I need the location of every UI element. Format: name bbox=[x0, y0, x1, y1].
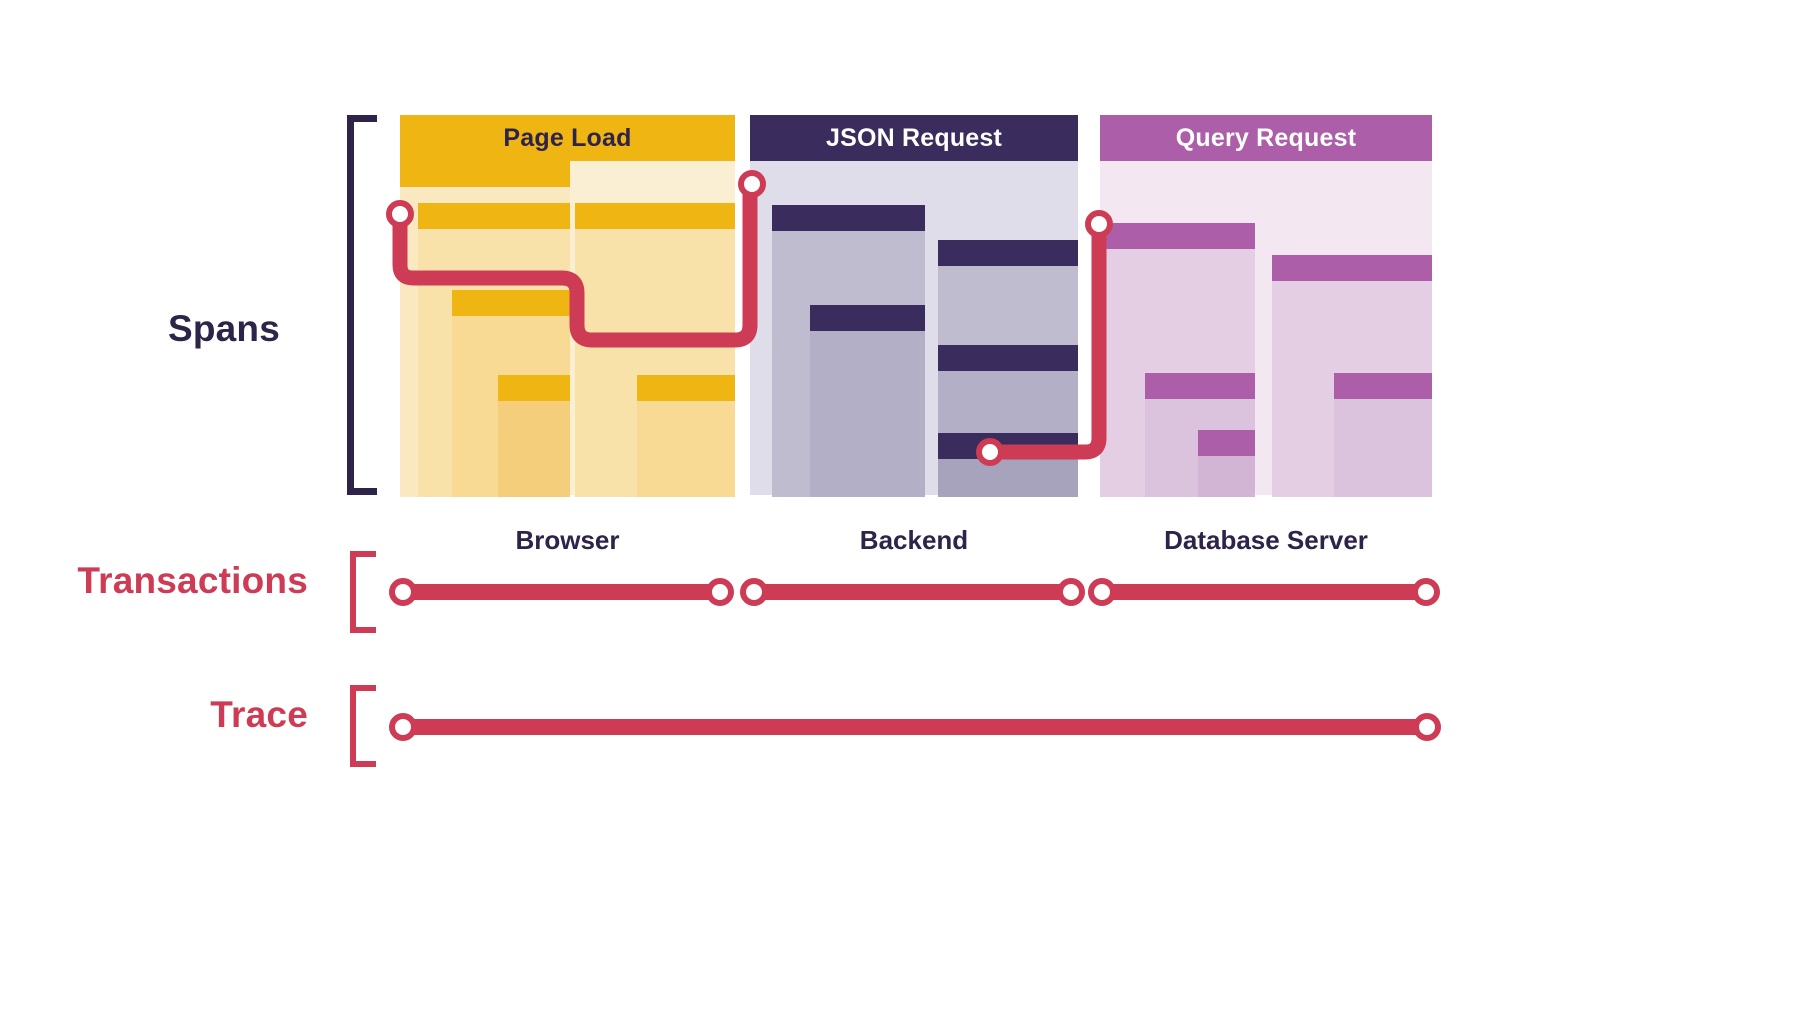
span-bar[interactable] bbox=[498, 375, 570, 497]
service-panel-database: Query Request bbox=[1100, 115, 1432, 497]
span-bar-cap bbox=[938, 345, 1078, 371]
span-bar-cap bbox=[498, 375, 570, 401]
service-footer-label-backend: Backend bbox=[859, 525, 969, 555]
span-bar-cap bbox=[452, 290, 570, 316]
span-bar-fill bbox=[1334, 399, 1432, 497]
span-bar-cap bbox=[1145, 373, 1255, 399]
span-bar-cap bbox=[1272, 255, 1432, 281]
transaction-backend-end-node[interactable] bbox=[1057, 578, 1085, 606]
span-bar-fill bbox=[637, 401, 735, 497]
span-bar-cap bbox=[400, 161, 570, 187]
span-bar[interactable] bbox=[938, 433, 1078, 497]
span-bar-fill bbox=[810, 331, 925, 497]
transaction-database-end-node[interactable] bbox=[1412, 578, 1440, 606]
span-bar-fill bbox=[498, 401, 570, 497]
transaction-database[interactable] bbox=[1098, 584, 1430, 600]
span-bar-fill bbox=[1198, 456, 1255, 497]
transaction-browser-end-node[interactable] bbox=[706, 578, 734, 606]
database-start-node[interactable] bbox=[1085, 210, 1113, 238]
trace-bar[interactable] bbox=[399, 719, 1431, 735]
browser-to-backend-node[interactable] bbox=[738, 170, 766, 198]
service-footer-label-browser: Browser bbox=[515, 525, 620, 555]
trace-bracket bbox=[350, 685, 376, 767]
span-bar-cap bbox=[810, 305, 925, 331]
spans-bracket bbox=[347, 115, 377, 495]
browser-start-node[interactable] bbox=[386, 200, 414, 228]
span-bar[interactable] bbox=[1198, 430, 1255, 497]
service-title-bar-database: Query Request bbox=[1100, 115, 1432, 161]
trace-end-node[interactable] bbox=[1413, 713, 1441, 741]
span-bar-cap bbox=[772, 205, 925, 231]
span-bar-cap bbox=[938, 433, 1078, 459]
service-title-database: Query Request bbox=[1175, 123, 1357, 152]
spans-row-label: Spans bbox=[167, 308, 280, 349]
transactions-bracket bbox=[350, 551, 376, 633]
trace-row-label: Trace bbox=[210, 694, 308, 735]
service-title-bar-backend: JSON Request bbox=[750, 115, 1078, 161]
service-title-backend: JSON Request bbox=[825, 123, 1003, 152]
span-bar-cap bbox=[1100, 223, 1255, 249]
transaction-backend-start-node[interactable] bbox=[740, 578, 768, 606]
service-panel-browser: Page Load bbox=[400, 115, 735, 497]
service-panel-backend: JSON Request bbox=[750, 115, 1078, 497]
service-title-bar-browser: Page Load bbox=[400, 115, 735, 161]
span-bar-cap bbox=[637, 375, 735, 401]
span-bar-cap bbox=[1198, 430, 1255, 456]
span-bar-cap bbox=[418, 203, 570, 229]
span-bar-cap bbox=[575, 203, 735, 229]
transactions-row-label: Transactions bbox=[77, 560, 308, 601]
span-bar-cap bbox=[938, 240, 1078, 266]
span-bar[interactable] bbox=[810, 305, 925, 497]
transaction-browser[interactable] bbox=[399, 584, 724, 600]
span-bar-cap bbox=[1334, 373, 1432, 399]
transaction-database-start-node[interactable] bbox=[1088, 578, 1116, 606]
transaction-backend[interactable] bbox=[750, 584, 1075, 600]
trace-start-node[interactable] bbox=[389, 713, 417, 741]
span-bar-fill bbox=[938, 459, 1078, 497]
transaction-browser-start-node[interactable] bbox=[389, 578, 417, 606]
backend-to-database-node[interactable] bbox=[976, 438, 1004, 466]
service-title-browser: Page Load bbox=[503, 123, 632, 152]
span-bar[interactable] bbox=[1334, 373, 1432, 497]
span-bar[interactable] bbox=[637, 375, 735, 497]
service-footer-label-database: Database Server bbox=[1164, 525, 1368, 555]
